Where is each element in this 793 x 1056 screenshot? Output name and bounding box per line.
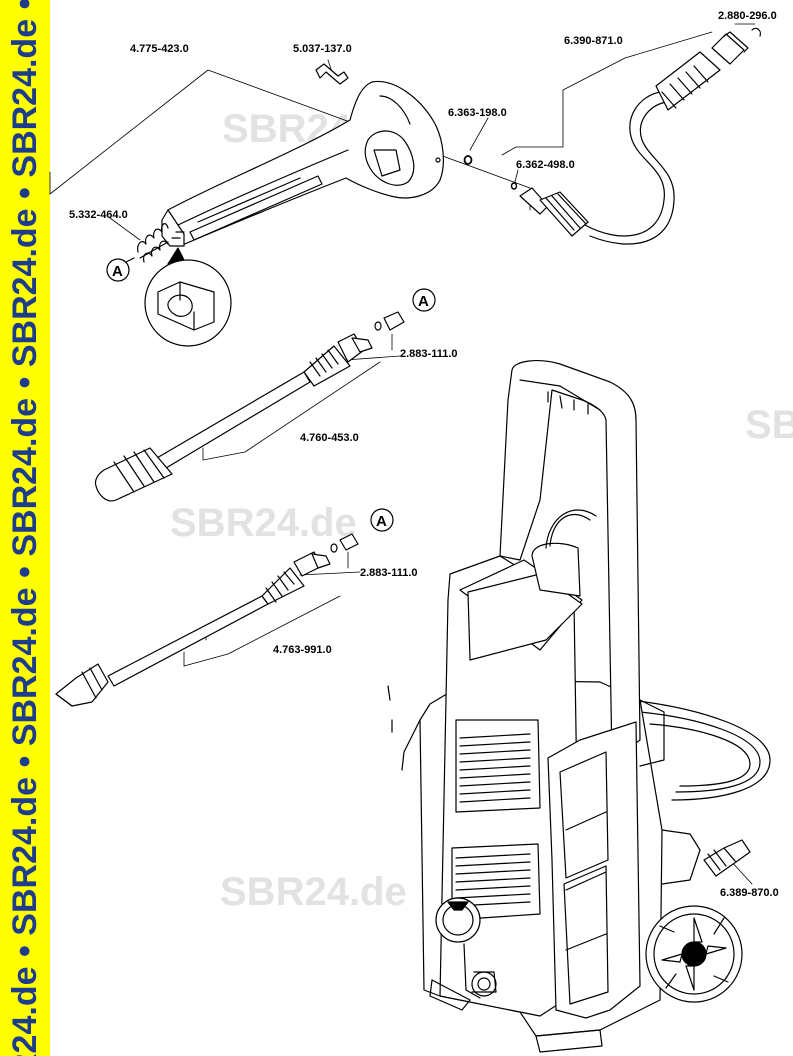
- part-labels: 4.775-423.0 5.037-137.0 6.363-198.0 6.39…: [69, 10, 779, 899]
- callout-marker-a-label: A: [418, 293, 429, 310]
- part-label: 6.362-498.0: [516, 159, 575, 171]
- callout-marker-a: [412, 288, 436, 312]
- part-label: 2.880-296.0: [718, 10, 777, 22]
- part-label: 6.390-871.0: [564, 35, 623, 47]
- part-label: 6.389-870.0: [720, 887, 779, 899]
- pressure-washer-unit: [387, 360, 771, 1053]
- part-label: 6.363-198.0: [448, 107, 507, 119]
- side-banner: R24.de • SBR24.de • SBR24.de • SBR24.de …: [0, 0, 50, 1056]
- callout-marker-a: [106, 257, 135, 282]
- part-label: 4.760-453.0: [300, 432, 359, 444]
- part-label: 5.037-137.0: [293, 43, 352, 55]
- watermark: SB: [745, 403, 793, 447]
- watermark: SBR24.de: [220, 870, 407, 914]
- spray-gun-handle: [161, 80, 444, 247]
- spray-lance-lower: [55, 533, 359, 707]
- part-label: 2.883-111.0: [360, 567, 418, 579]
- callout-marker-a: [370, 508, 394, 532]
- spring-part: [137, 223, 169, 263]
- callout-marker-a-label: A: [376, 513, 387, 530]
- part-label: 2.883-111.0: [400, 348, 458, 360]
- part-label: 5.332-464.0: [69, 209, 128, 221]
- part-label: 4.763-991.0: [273, 644, 332, 656]
- detail-magnifier: [144, 247, 232, 347]
- callout-marker-a-label: A: [112, 263, 123, 280]
- part-label: 4.775-423.0: [130, 43, 189, 55]
- small-ring-part: [510, 182, 518, 190]
- spray-lance-upper: [94, 311, 405, 502]
- high-pressure-hose: [519, 27, 761, 245]
- o-ring-part: [463, 155, 473, 165]
- watermark: SBR24.de: [170, 501, 357, 545]
- clip-part: [315, 63, 349, 85]
